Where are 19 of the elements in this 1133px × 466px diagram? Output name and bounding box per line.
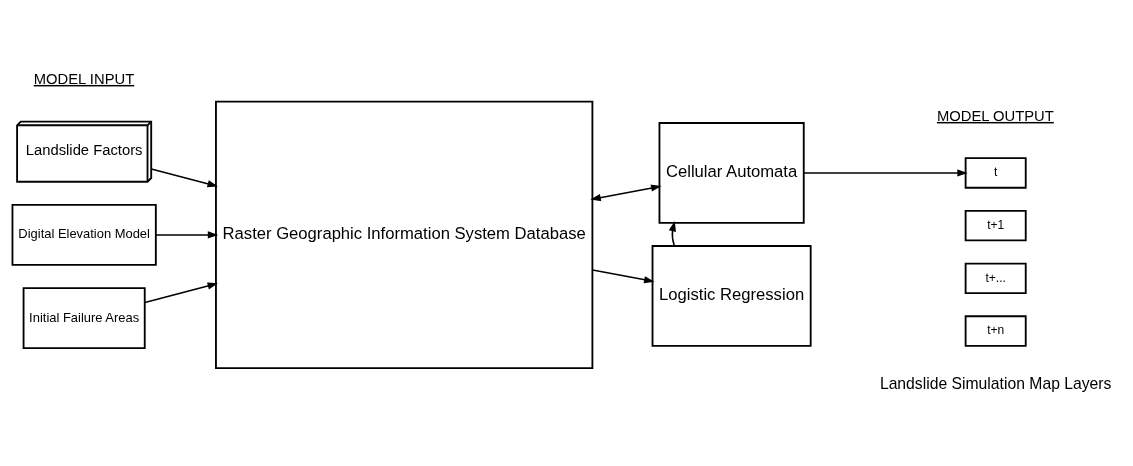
arrow <box>590 183 662 201</box>
node-box: Logistic Regression <box>651 244 812 347</box>
node-box: Raster Geographic Information System Database <box>215 100 594 369</box>
arrow <box>668 220 676 247</box>
node-box: t <box>964 156 1027 189</box>
node-box: t+... <box>964 262 1027 294</box>
arrow <box>155 230 219 239</box>
arrow <box>591 268 655 283</box>
node-box: Initial Failure Areas <box>22 286 146 349</box>
node-box: Digital Elevation Model <box>11 203 157 266</box>
node-box: Cellular Automata <box>658 121 805 224</box>
arrow <box>803 168 968 177</box>
label: MODEL OUTPUT <box>936 107 1054 124</box>
node-box: t+1 <box>964 209 1027 241</box>
node-box: t+n <box>964 314 1027 347</box>
label: MODEL INPUT <box>33 70 135 87</box>
label: Landslide Simulation Map Layers <box>879 374 1112 392</box>
arrow <box>150 167 218 187</box>
arrow <box>144 281 218 303</box>
